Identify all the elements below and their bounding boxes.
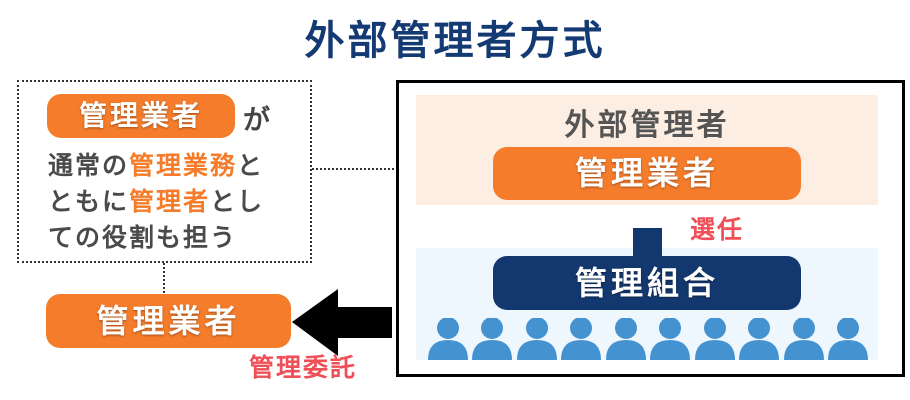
manager-pill: 管理業者 [46, 294, 291, 348]
note-text: ともに [48, 187, 130, 216]
note-line-1: 通常の管理業務と [48, 146, 264, 182]
external-manager-label: 外部管理者 [564, 108, 730, 143]
person-icon [694, 318, 735, 360]
note-text: とし [210, 187, 265, 216]
union-members [428, 318, 868, 360]
note-highlight: 管理者 [129, 187, 211, 216]
note-line-3: ての役割も担う [48, 218, 237, 254]
external-manager-pill: 管理業者 [493, 147, 801, 200]
person-icon [650, 318, 691, 360]
note-text: 通常の [48, 151, 130, 180]
appointment-label: 選任 [690, 215, 745, 244]
note-text: と [237, 151, 265, 180]
person-icon [739, 318, 780, 360]
person-icon [605, 318, 646, 360]
note-manager-pill: 管理業者 [47, 94, 235, 138]
delegation-label: 管理委託 [249, 353, 358, 382]
note-line-2: ともに管理者とし [48, 182, 264, 218]
delegation-arrow-icon [292, 289, 392, 356]
person-icon [428, 318, 468, 360]
person-icon [827, 318, 868, 360]
union-pill: 管理組合 [493, 256, 801, 310]
page-title: 外部管理者方式 [304, 18, 606, 64]
note-box [17, 80, 312, 263]
note-highlight: 管理業務 [129, 151, 238, 180]
note-particle: が [243, 105, 270, 136]
person-icon [516, 318, 557, 360]
person-icon [783, 318, 824, 360]
note-text: ての役割も担う [48, 223, 238, 252]
person-icon [561, 318, 602, 360]
person-icon [472, 318, 513, 360]
arrow-stem [633, 228, 662, 260]
